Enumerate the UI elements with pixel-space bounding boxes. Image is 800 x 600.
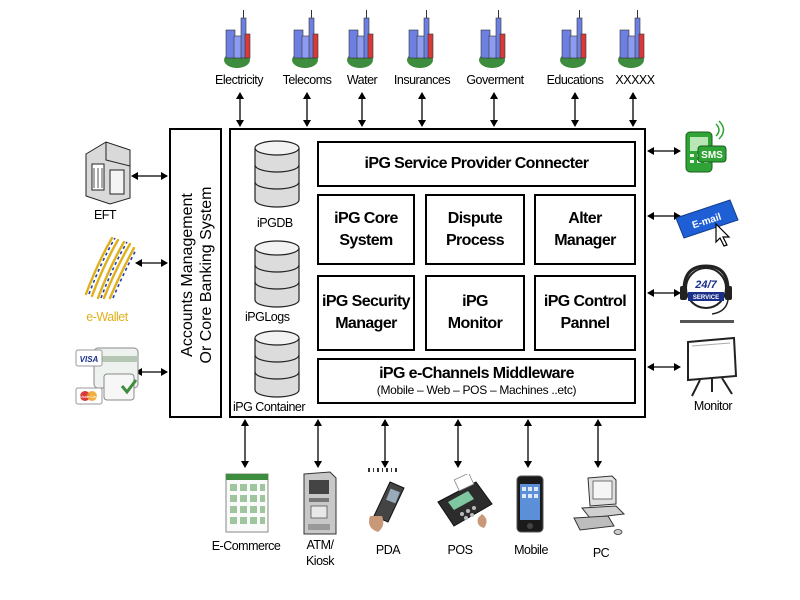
dispute-process-box: Dispute Process: [425, 194, 525, 265]
alter-manager-label: Alter Manager: [554, 209, 616, 249]
service-247-icon: 24/7 SERVICE: [680, 264, 734, 323]
ipglogs-icon: [254, 240, 300, 308]
visa-card-icon: [75, 349, 103, 367]
xxxxx-building-icon: [617, 9, 645, 69]
ipgdb-icon: [254, 140, 300, 208]
hand-cursor-icon: [715, 222, 731, 247]
dispute-process-label: Dispute Process: [445, 209, 505, 249]
sms-phone-icon: SMS: [685, 120, 727, 173]
telecoms-building-icon: [291, 9, 319, 69]
educations-label: Educations: [546, 73, 604, 87]
eft-label: EFT: [93, 208, 117, 222]
ipg-monitor-box: iPG Monitor: [425, 275, 525, 351]
ipg-container-label: iPG Container: [233, 400, 306, 414]
xxxxx-label: XXXXX: [615, 73, 655, 87]
service-provider-connecter-label: iPG Service Provider Connecter: [364, 155, 589, 173]
ipgdb-label: iPGDB: [257, 216, 293, 230]
middleware-title: iPG e-Channels Middleware: [379, 365, 574, 383]
service-provider-buildings: [223, 9, 645, 69]
ipg-platform-box: iPGDB iPGLogs iPG Container iPG Service …: [229, 128, 646, 418]
water-building-icon: [346, 9, 374, 69]
educations-building-icon: [559, 9, 587, 69]
sms-badge-text: SMS: [701, 150, 723, 161]
insurances-building-icon: [406, 9, 434, 69]
electricity-building-icon: [223, 9, 251, 69]
ipg-monitor-label: iPG Monitor: [447, 293, 503, 332]
email-icon: E-mail: [675, 199, 739, 247]
control-pannel-box: iPG Control Pannel: [534, 275, 636, 351]
security-manager-label: iPG Security Manager: [322, 293, 411, 332]
water-label: Water: [346, 73, 378, 87]
e-commerce-label: E-Commerce: [211, 539, 281, 553]
goverment-building-icon: [478, 9, 506, 69]
eft-machine-icon: [85, 141, 131, 205]
middleware-subtitle: (Mobile – Web – POS – Machines ..etc): [376, 383, 577, 398]
service-label-text: SERVICE: [693, 295, 719, 301]
atm-kiosk-icon: [303, 471, 337, 535]
core-system-label: iPG Core System: [334, 209, 398, 249]
e-wallet-icon: [84, 236, 137, 300]
monitor-label: Monitor: [693, 399, 733, 413]
accounts-management-label: Accounts Management Or Core Banking Syst…: [178, 186, 215, 364]
pda-icon: [368, 468, 405, 532]
alter-manager-box: Alter Manager: [534, 194, 636, 265]
database-stack: [254, 140, 300, 398]
pos-label: POS: [447, 543, 473, 557]
ipglogs-label: iPGLogs: [245, 310, 290, 324]
mobile-label: Mobile: [514, 543, 548, 557]
service-provider-connecter-box: iPG Service Provider Connecter: [317, 141, 636, 187]
pc-label: PC: [592, 546, 610, 560]
e-wallet-label: e-Wallet: [86, 310, 128, 324]
mobile-phone-icon: [516, 475, 544, 533]
pos-terminal-icon: [437, 474, 493, 528]
mastercard-text: MasterCard: [80, 395, 98, 399]
atm-kiosk-label: ATM/ Kiosk: [305, 538, 335, 569]
middleware-box: iPG e-Channels Middleware (Mobile – Web …: [317, 358, 636, 404]
service-247-text: 24/7: [694, 279, 717, 291]
control-pannel-label: iPG Control Pannel: [543, 293, 627, 332]
ipg-container-icon: [254, 330, 300, 398]
insurances-label: Insurances: [393, 73, 451, 87]
e-commerce-icon: [225, 473, 269, 533]
electricity-label: Electricity: [215, 73, 263, 87]
visa-text: VISA: [80, 355, 99, 364]
core-system-box: iPG Core System: [317, 194, 415, 265]
pc-computer-icon: [573, 475, 626, 535]
cards-icon: VISA MasterCard: [75, 347, 139, 405]
pda-label: PDA: [375, 543, 401, 557]
monitor-screen-icon: [687, 336, 738, 397]
goverment-label: Goverment: [466, 73, 524, 87]
telecoms-label: Telecoms: [282, 73, 332, 87]
accounts-management-box: Accounts Management Or Core Banking Syst…: [169, 128, 222, 418]
security-manager-box: iPG Security Manager: [317, 275, 415, 351]
